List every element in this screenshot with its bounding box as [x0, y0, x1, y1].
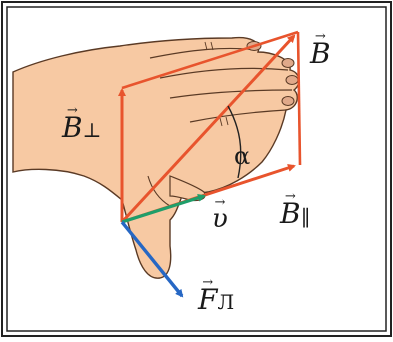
fingernail: [285, 75, 299, 85]
vector-arrow-icon: →: [314, 29, 326, 44]
label-alpha: α: [234, 142, 251, 170]
label-b-parallel: →B ‖: [280, 189, 311, 230]
outer-border: [1, 1, 392, 337]
vector-arrow-icon: →: [202, 275, 214, 290]
f-arrow: [120, 220, 184, 298]
label-f: →F Л: [198, 275, 235, 316]
vector-arrow-icon: →: [66, 103, 78, 118]
hand-illustration: [12, 36, 300, 279]
v-arrow: [121, 194, 206, 224]
vector-arrow-icon: →: [214, 195, 226, 210]
inner-border: [6, 6, 387, 332]
alpha-arc: [227, 105, 242, 179]
fingernail: [281, 96, 295, 106]
label-v: →υ: [212, 195, 228, 234]
label-b: →B: [310, 29, 331, 70]
label-b-perp: →B ⊥: [62, 103, 102, 144]
b-arrow: [120, 34, 296, 224]
palm-shape: [12, 36, 300, 279]
projection-box: [121, 30, 302, 166]
fingernail: [281, 58, 295, 68]
vector-arrow-icon: →: [284, 189, 296, 204]
